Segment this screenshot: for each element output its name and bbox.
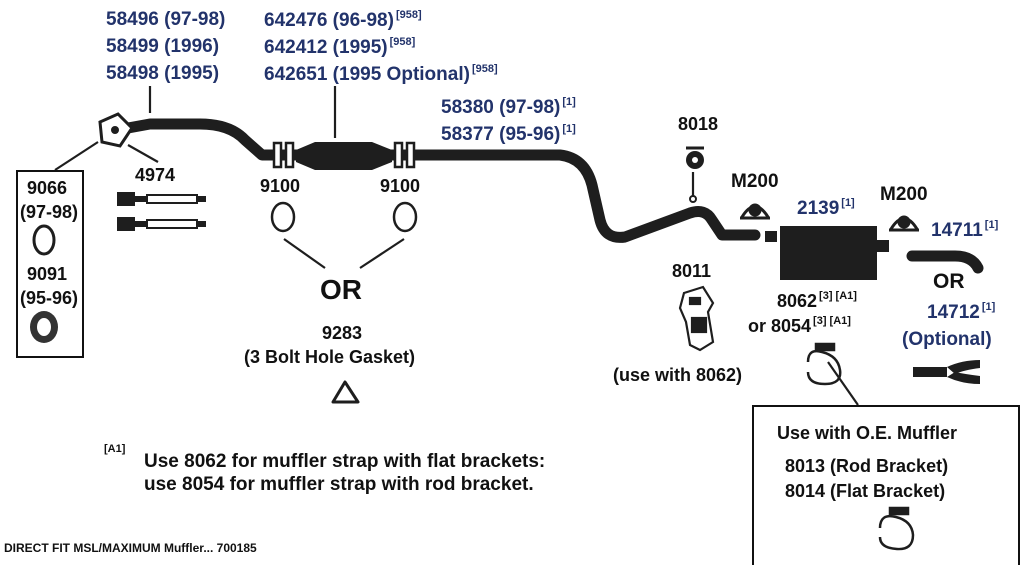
clamp-number: M200 [880, 184, 928, 205]
muffler-outlet [877, 240, 889, 252]
leader-lines [54, 86, 859, 406]
front-pipe-number: 58499 (1996) [106, 36, 220, 57]
intermediate-pipe-number: 58377 (95-96)[1] [441, 123, 576, 145]
gasket-joint-right [393, 141, 416, 169]
gasket-9283-description: (3 Bolt Hole Gasket) [244, 347, 416, 367]
oe-box-title: Use with O.E. Muffler [777, 423, 958, 443]
intermediate-pipe-number: 58380 (97-98)[1] [441, 96, 576, 118]
tail-or-label: OR [933, 270, 965, 293]
diagram-caption: DIRECT FIT MSL/MAXIMUM Muffler... 700185 [4, 541, 257, 555]
oe-box-line: 8014 (Flat Bracket) [785, 481, 946, 501]
tail-pipe-number: 14711[1] [931, 219, 999, 241]
box-item-years: (95-96) [20, 288, 79, 308]
cat-converter-number: 642651 (1995 Optional)[958] [264, 63, 498, 85]
oe-muffler-box [752, 405, 1020, 565]
strap-8062-number: 8062[3] [A1] [777, 290, 857, 311]
box-item-years: (97-98) [20, 202, 79, 222]
cat-converter-number: 642476 (96-98)[958] [264, 9, 422, 31]
gasket-ring-icon [270, 201, 296, 233]
bracket-note: (use with 8062) [613, 365, 743, 385]
gasket-number: 9100 [380, 176, 421, 196]
donut-gasket-icon [30, 311, 58, 343]
muffler-strap-icon [878, 506, 915, 551]
bolt-icon [117, 217, 206, 231]
muffler-number: 2139[1] [797, 197, 855, 219]
gasket-options-box [16, 170, 84, 358]
front-pipe-number: 58496 (97-98) [106, 9, 226, 30]
tail-alt-optional: (Optional) [902, 329, 992, 350]
bracket-number: 8011 [672, 261, 712, 281]
center-or-label: OR [320, 274, 362, 305]
footnote-line: Use 8062 for muffler strap with flat bra… [144, 451, 546, 472]
gasket-9283-number: 9283 [322, 323, 363, 343]
gasket-ring-icon [32, 224, 56, 256]
clamp-icon [889, 215, 919, 232]
gasket-joint-left [272, 141, 295, 169]
muffler-strap-icon [806, 342, 842, 386]
oe-box-line: 8013 (Rod Bracket) [785, 456, 949, 476]
gasket-ring-icon [392, 201, 418, 233]
front-pipe-number: 58498 (1995) [106, 63, 220, 84]
cat-converter-number: 642412 (1995)[958] [264, 36, 416, 58]
bolt-number: 4974 [135, 165, 176, 185]
three-bolt-gasket-icon [331, 380, 360, 404]
gasket-number: 9100 [260, 176, 301, 196]
catalytic-converter-icon [296, 142, 392, 170]
muffler-icon [780, 226, 877, 280]
strap-8054-number: or 8054[3] [A1] [748, 315, 851, 336]
muffler-inlet [765, 231, 777, 242]
hanger-number: 8018 [678, 114, 719, 134]
footnote-marker: [A1] [104, 443, 126, 455]
bracket-icon [678, 285, 715, 352]
exhaust-pipe [122, 118, 761, 243]
tail-alt-number: 14712[1] [927, 301, 996, 323]
hanger-icon [686, 146, 704, 169]
dual-tail-pipe-icon [913, 360, 980, 384]
bolt-icon [117, 192, 206, 206]
tail-pipe-icon [906, 250, 984, 274]
footnote-line: use 8054 for muffler strap with rod brac… [144, 474, 534, 495]
clamp-icon [740, 203, 770, 220]
box-item-number: 9066 [27, 178, 68, 198]
flange-icon [98, 112, 134, 148]
clamp-number: M200 [731, 171, 779, 192]
box-item-number: 9091 [27, 264, 68, 284]
